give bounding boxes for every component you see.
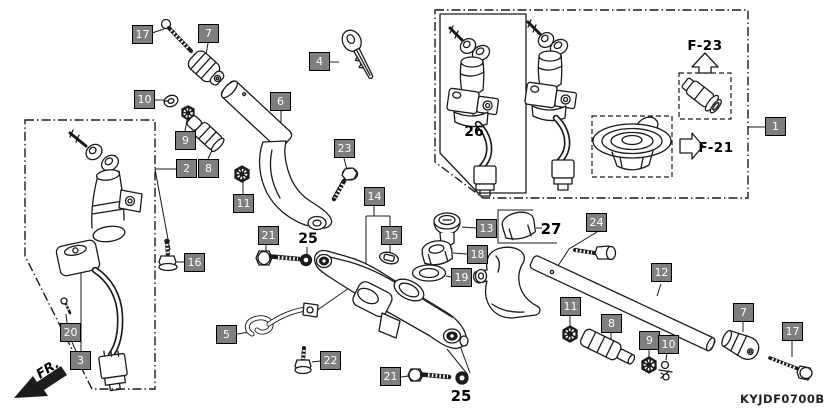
handle-holder-bolt-left	[331, 167, 359, 202]
ignition-key-blank	[341, 29, 374, 80]
diagram-code: KYJDF0700B	[740, 392, 825, 406]
part-callout-20: 20	[60, 323, 81, 342]
part-callout-10: 10	[658, 335, 679, 354]
part-callout-19: 19	[451, 268, 472, 287]
part-callout-16: 16	[184, 253, 205, 272]
right-grip-end-weight	[721, 329, 760, 360]
part-callout-12: 12	[651, 263, 672, 282]
part-callout-7: 7	[198, 24, 219, 43]
part-number-label-25: 25	[298, 231, 318, 247]
part-number-label-25: 25	[450, 387, 472, 405]
part-callout-2: 2	[176, 159, 197, 178]
ignition-switch-group-box	[24, 119, 156, 390]
bridge-bolt-lower	[407, 368, 452, 382]
part-callout-9: 9	[639, 331, 660, 350]
handle-holder-bolt-right	[573, 245, 617, 261]
ref-label-f23: F-23	[687, 38, 723, 54]
part-callout-8: 8	[601, 314, 622, 333]
left-grip-end-screw	[160, 18, 193, 53]
left-handle-pipe	[220, 80, 333, 231]
fork-top-bridge	[313, 249, 469, 350]
clamp-bolt	[294, 346, 312, 375]
part-number-label-26: 26	[464, 124, 484, 140]
part-callout-23: 23	[334, 139, 355, 158]
wire-clamp	[244, 302, 319, 337]
part-callout-17: 17	[782, 322, 803, 341]
part-callout-22: 22	[320, 351, 341, 370]
key-cylinder-set-b	[524, 19, 578, 191]
bridge-washer-upper	[299, 253, 313, 267]
front-direction-arrow	[14, 366, 67, 398]
f23-up-arrow	[691, 52, 719, 74]
handle-setting-rubber	[379, 251, 399, 265]
left-inner-weight	[186, 115, 225, 153]
ignition-switch-assembly	[55, 129, 143, 392]
part-callout-13: 13	[476, 219, 497, 238]
right-weight-nut	[641, 356, 657, 374]
part-callout-15: 15	[381, 226, 402, 245]
part-callout-7: 7	[733, 303, 754, 322]
switch-mounting-bolt	[158, 238, 178, 272]
bridge-washer-lower	[455, 371, 469, 385]
part-callout-1: 1	[765, 117, 786, 136]
part-callout-21: 21	[380, 367, 401, 386]
part-callout-9: 9	[175, 131, 196, 150]
left-grip-end-weight	[187, 50, 225, 86]
left-lock-washer	[163, 94, 179, 108]
part-callout-11: 11	[233, 194, 254, 213]
f21-right-arrow	[679, 132, 704, 160]
fuel-filler-cap	[592, 116, 672, 171]
ref-label-f21: F-21	[698, 140, 734, 156]
key-cylinder-set-a	[446, 25, 500, 197]
part-callout-11: 11	[560, 297, 581, 316]
part-callout-21: 21	[258, 226, 279, 245]
steering-stem-nut	[421, 240, 454, 266]
bridge-bolt-upper	[255, 250, 302, 266]
right-grip-end-screw	[768, 356, 813, 381]
leader-lines	[65, 28, 793, 378]
left-weight-nut	[181, 105, 195, 121]
fuel-cap-group-box	[591, 115, 673, 178]
right-handle-holder	[472, 246, 541, 319]
part-callout-10: 10	[134, 90, 155, 109]
cap-nut	[501, 211, 536, 241]
right-inner-weight	[579, 328, 636, 365]
part-callout-17: 17	[132, 25, 153, 44]
lock-cylinder	[681, 77, 722, 114]
right-handle-pipe	[529, 255, 716, 352]
part-callout-5: 5	[216, 325, 237, 344]
part-callout-4: 4	[309, 52, 330, 71]
part-callout-8: 8	[198, 159, 219, 178]
right-lock-washer	[658, 360, 673, 381]
left-weight-ring-nut	[234, 165, 250, 183]
part-callout-24: 24	[586, 213, 607, 232]
part-callout-3: 3	[70, 351, 91, 370]
stem-washer	[411, 264, 447, 282]
part-callout-18: 18	[467, 245, 488, 264]
part-number-label-27: 27	[540, 220, 562, 238]
part-callout-14: 14	[364, 187, 385, 206]
lock-setting-screw	[60, 297, 72, 315]
right-weight-ring-nut	[562, 325, 578, 343]
part-callout-6: 6	[270, 92, 291, 111]
